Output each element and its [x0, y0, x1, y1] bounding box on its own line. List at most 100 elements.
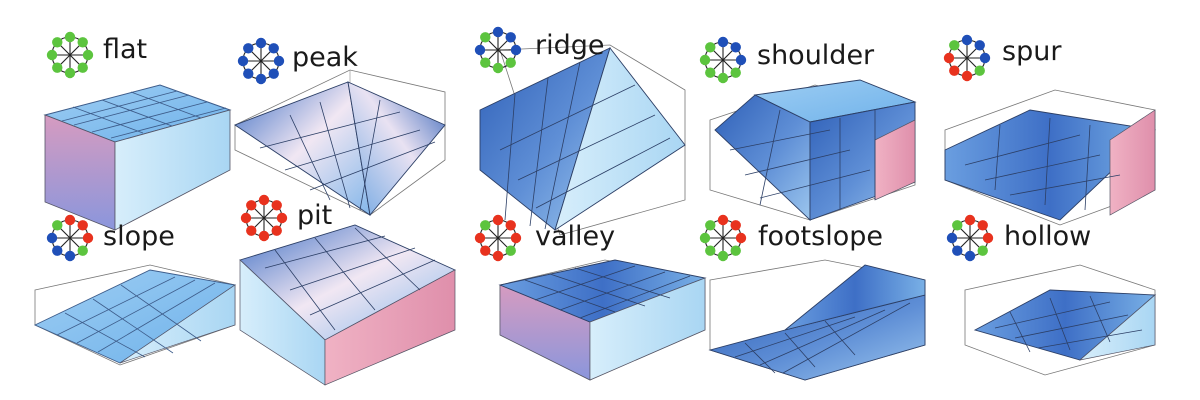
neighbor-dot-equal [480, 57, 491, 68]
neighbor-dot-low [961, 70, 973, 82]
neighbor-dot-low [730, 220, 741, 231]
flat-surface [43, 84, 232, 231]
spoke [56, 224, 84, 252]
neighbor-dot-equal [705, 67, 716, 78]
neighbor-dot-high [505, 32, 516, 43]
neighbor-dot-high [952, 245, 963, 256]
neighbor-dot-equal [64, 67, 76, 79]
neighbor-dot-equal [730, 67, 741, 78]
neighbor-dot-low [64, 214, 76, 226]
neighbor-dot-equal [52, 37, 63, 48]
neighbor-dot-high [268, 68, 279, 79]
label-footslope: footslope [758, 221, 883, 252]
neighbor-dot-equal [977, 245, 988, 256]
slope-surface [33, 264, 237, 366]
pit-surface [239, 224, 457, 386]
valley-surface [498, 259, 707, 381]
neighbor-dot-low [258, 194, 270, 206]
neighbor-dot-high [964, 250, 976, 262]
neighbor-dot-high [717, 36, 729, 48]
spur-surface [944, 89, 1156, 226]
neighbor-icons [46, 26, 994, 262]
label-pit: pit [297, 200, 332, 231]
neighbor-dot-low [77, 220, 88, 231]
neighbor-dot-low [271, 225, 282, 236]
neighbor-dot-high [255, 37, 267, 49]
label-hollow: hollow [1004, 221, 1091, 252]
neighbor-dot-equal [492, 62, 504, 74]
neighbor-dot-equal [952, 220, 963, 231]
neighbor-dot-low [964, 214, 976, 226]
neighbor-dot-low [271, 200, 282, 211]
neighbor-dot-equal [480, 220, 491, 231]
neighbor-dot-high [974, 40, 985, 51]
neighbor-dot-low [276, 212, 288, 224]
label-spur: spur [1002, 36, 1062, 67]
labels: flat peak ridge shoulder spur slope pit … [103, 30, 1091, 252]
neighbor-dot-high [730, 42, 741, 53]
neighbor-dot-low [510, 232, 522, 244]
label-slope: slope [103, 221, 175, 252]
tile-spur [944, 89, 1156, 226]
spoke [953, 44, 981, 72]
spoke [247, 47, 275, 75]
neighbor-dot-low [735, 232, 747, 244]
neighbor-dot-equal [77, 245, 88, 256]
neighbor-dot-equal [705, 220, 716, 231]
tile-ridge [479, 44, 686, 236]
spoke [709, 46, 737, 74]
neighbor-dot-equal [717, 72, 729, 84]
neighbor-dot-high [64, 250, 76, 262]
neighbor-dot-equal [77, 62, 88, 73]
label-flat: flat [103, 34, 147, 65]
neighbor-dot-high [510, 44, 522, 56]
neighbor-dot-equal [52, 62, 63, 73]
neighbor-dot-equal [699, 54, 711, 66]
neighbor-dot-low [949, 65, 960, 76]
label-valley: valley [535, 221, 615, 252]
tile-valley [498, 259, 707, 381]
neighbor-dot-low [492, 250, 504, 262]
neighbor-dot-low [246, 225, 257, 236]
pit-neighbor-icon [240, 194, 288, 242]
neighbor-dot-equal [82, 49, 94, 61]
neighbor-dot-low [240, 212, 252, 224]
neighbor-dot-high [268, 43, 279, 54]
neighbor-dot-equal [717, 250, 729, 262]
tile-shoulder [709, 79, 917, 222]
neighbor-dot-equal [64, 31, 76, 43]
valley-neighbor-icon [474, 214, 522, 262]
slope-neighbor-icon [46, 214, 94, 262]
neighbor-dot-high [961, 34, 973, 46]
hollow-surface [964, 264, 1157, 376]
tile-hollow [964, 264, 1157, 376]
neighbor-dot-high [255, 73, 267, 85]
neighbor-dot-high [52, 245, 63, 256]
neighbor-dot-low [943, 52, 955, 64]
spur-neighbor-icon [943, 34, 991, 82]
footslope-neighbor-icon [699, 214, 747, 262]
shoulder-surface [709, 79, 917, 222]
neighbor-dot-low [258, 230, 270, 242]
neighbor-dot-low [717, 214, 729, 226]
peak-neighbor-icon [237, 37, 285, 85]
label-peak: peak [292, 42, 358, 73]
neighbor-dot-high [946, 232, 958, 244]
neighbor-dot-high [492, 26, 504, 38]
flat-neighbor-icon [46, 31, 94, 79]
hollow-neighbor-icon [946, 214, 994, 262]
neighbor-dot-low [474, 232, 486, 244]
spoke [484, 36, 512, 64]
footslope-surface [708, 259, 926, 381]
shoulder-neighbor-icon [699, 36, 747, 84]
neighbor-dot-high [474, 44, 486, 56]
neighbor-dot-equal [705, 42, 716, 53]
neighbor-dot-high [243, 68, 254, 79]
ridge-surface [479, 44, 686, 236]
neighbor-dot-equal [77, 37, 88, 48]
neighbor-dot-equal [699, 232, 711, 244]
neighbor-dot-low [982, 232, 994, 244]
neighbor-dot-equal [505, 57, 516, 68]
tile-pit [239, 224, 457, 386]
